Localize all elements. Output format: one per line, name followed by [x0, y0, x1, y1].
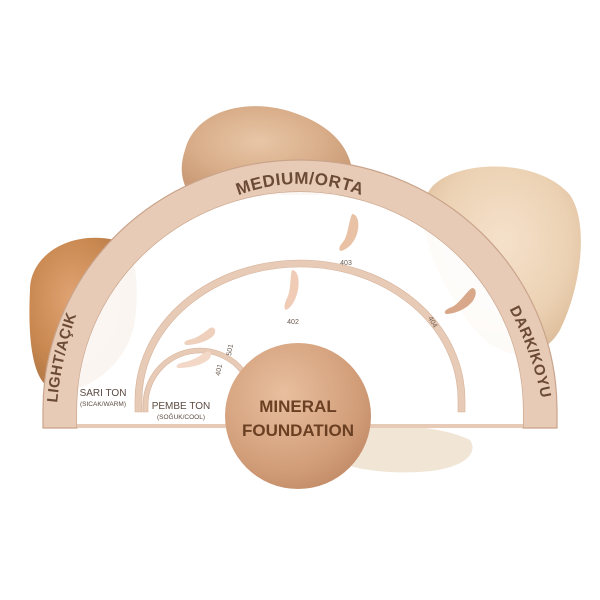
middle-arc	[134, 259, 466, 413]
shade-number-402: 402	[287, 319, 299, 326]
swatch-401	[176, 351, 212, 368]
cool-tone-subtitle: (SOĞUK/COOL)	[157, 412, 205, 421]
warm-tone-subtitle: (SICAK/WARM)	[80, 401, 126, 408]
outer-arc-inner	[77, 192, 523, 428]
center-title-line1: MINERAL	[259, 397, 336, 416]
warm-tone-title: SARI TON	[80, 388, 127, 399]
shade-number-403: 403	[340, 260, 352, 267]
swatch-404	[444, 288, 476, 314]
shade-number-404: 404	[426, 316, 438, 330]
cool-tone-title: PEMBE TON	[152, 401, 211, 412]
swatch-501	[184, 327, 216, 345]
center-foundation-circle	[225, 343, 371, 489]
swatch-402	[284, 270, 299, 310]
center-title-line2: FOUNDATION	[242, 421, 354, 440]
shade-number-501: 501	[226, 344, 235, 357]
swatch-403	[339, 214, 359, 251]
shade-number-401: 401	[215, 364, 224, 377]
